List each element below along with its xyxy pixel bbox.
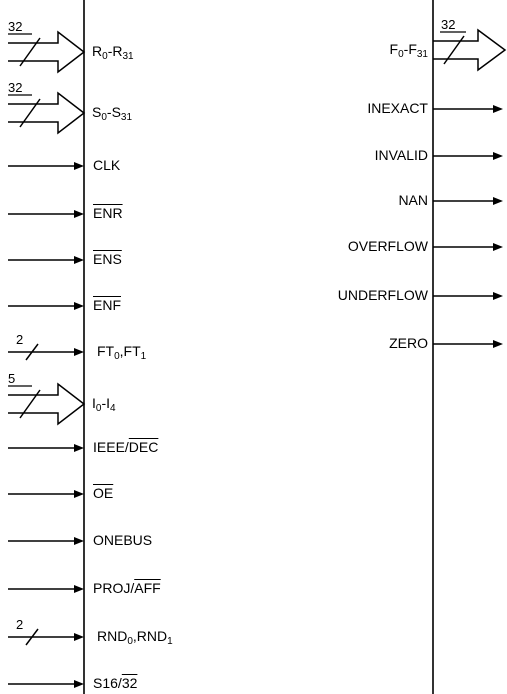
label-part: 32	[121, 675, 138, 691]
label-part: -S	[106, 104, 121, 120]
bus-arrow-s	[8, 91, 86, 135]
label-part: INEXACT	[367, 100, 428, 116]
label-part: 0	[101, 112, 107, 123]
output-label-nan: NAN	[398, 192, 428, 208]
output-label-overflow: OVERFLOW	[348, 238, 428, 254]
bus-width-r: 32	[8, 19, 23, 34]
component-body	[83, 0, 434, 694]
label-part: I	[92, 395, 96, 411]
input-label-onebus: ONEBUS	[93, 532, 152, 548]
input-label-enr: ENR	[93, 205, 123, 221]
label-part: 0	[127, 636, 133, 647]
bus-arrow-r	[8, 30, 86, 74]
label-part: 1	[167, 636, 173, 647]
label-part: S16/	[93, 675, 122, 691]
input-label-s: S0-S31	[92, 104, 133, 123]
label-part: 31	[122, 51, 134, 62]
label-part: ,RND	[132, 628, 168, 644]
signal-arrowhead-proj	[74, 585, 84, 593]
signal-arrowhead-underflow	[493, 292, 503, 300]
signal-arrowhead-onebus	[74, 537, 84, 545]
label-part: 0	[398, 49, 404, 60]
input-label-rnd: RND0,RND1	[97, 628, 173, 647]
signal-arrowhead-ens	[74, 256, 84, 264]
signal-arrowhead-s16	[74, 680, 84, 688]
label-part: CLK	[93, 157, 121, 173]
signal-arrowhead-overflow	[493, 243, 503, 251]
label-part: -F	[403, 41, 417, 57]
label-part: 31	[120, 112, 133, 123]
label-part: S	[92, 104, 102, 120]
bus-width-s: 32	[8, 80, 23, 95]
bus-slash-s	[19, 98, 41, 128]
label-part: -R	[107, 43, 123, 59]
bus-width-f: 32	[441, 17, 456, 32]
bus-slash-rnd	[25, 628, 39, 646]
bus-arrow-f	[433, 28, 507, 72]
bus-width-rnd: 2	[16, 617, 24, 632]
label-part: F	[389, 41, 399, 57]
label-part: UNDERFLOW	[337, 287, 428, 303]
signal-arrowhead-clk	[74, 162, 84, 170]
label-part: ZERO	[389, 335, 428, 351]
signal-arrowhead-nan	[493, 197, 503, 205]
label-part: IEEE/	[93, 439, 129, 455]
input-label-ens: ENS	[93, 251, 122, 267]
label-part: AFF	[134, 580, 161, 596]
label-part: PROJ/	[93, 580, 135, 596]
input-label-ft: FT0,FT1	[97, 343, 147, 362]
signal-arrowhead-ft	[74, 348, 84, 356]
input-label-ieee: IEEE/DEC	[93, 439, 158, 455]
output-label-underflow: UNDERFLOW	[338, 287, 428, 303]
label-part: 0	[102, 51, 108, 62]
label-part: OE	[93, 485, 114, 501]
input-label-i: I0-I4	[92, 395, 116, 414]
label-part: 0	[114, 351, 120, 362]
bus-slash-i	[19, 389, 41, 419]
signal-arrowhead-zero	[493, 340, 503, 348]
label-part: 0	[95, 403, 102, 414]
label-part: ENR	[93, 205, 123, 221]
input-label-oe: OE	[93, 485, 113, 501]
input-label-enf: ENF	[93, 297, 121, 313]
label-part: 4	[110, 403, 116, 414]
output-label-inexact: INEXACT	[367, 100, 428, 116]
bus-width-ft: 2	[16, 332, 24, 347]
output-label-zero: ZERO	[389, 335, 428, 351]
label-part: RND	[97, 628, 128, 644]
label-part: 31	[416, 49, 428, 60]
bus-slash-f	[443, 35, 465, 65]
label-part: INVALID	[374, 147, 428, 163]
output-label-f: F0-F31	[389, 41, 428, 60]
label-part: NAN	[398, 192, 428, 208]
label-part: ENS	[93, 251, 122, 267]
output-label-invalid: INVALID	[375, 147, 428, 163]
bus-slash-ft	[25, 343, 39, 361]
label-part: FT	[97, 343, 115, 359]
input-label-clk: CLK	[93, 157, 120, 173]
label-part: OVERFLOW	[347, 238, 428, 254]
signal-arrowhead-enr	[74, 210, 84, 218]
signal-arrowhead-oe	[74, 490, 84, 498]
bus-width-i: 5	[8, 371, 16, 386]
bus-slash-r	[19, 37, 41, 67]
input-label-r: R0-R31	[92, 43, 134, 62]
bus-arrow-i	[8, 382, 86, 426]
signal-arrowhead-enf	[74, 302, 84, 310]
signal-arrowhead-ieee	[74, 444, 84, 452]
label-part: -I	[101, 395, 111, 411]
label-part: ENF	[93, 297, 121, 313]
input-label-s16: S16/32	[93, 675, 137, 691]
label-part: ONEBUS	[93, 532, 153, 548]
label-part: ,FT	[119, 343, 141, 359]
label-part: R	[92, 43, 103, 59]
label-part: DEC	[128, 439, 159, 455]
input-label-proj: PROJ/AFF	[93, 580, 161, 596]
signal-arrowhead-inexact	[493, 105, 503, 113]
signal-arrowhead-rnd	[74, 633, 84, 641]
signal-arrowhead-invalid	[493, 152, 503, 160]
label-part: 1	[140, 351, 147, 362]
